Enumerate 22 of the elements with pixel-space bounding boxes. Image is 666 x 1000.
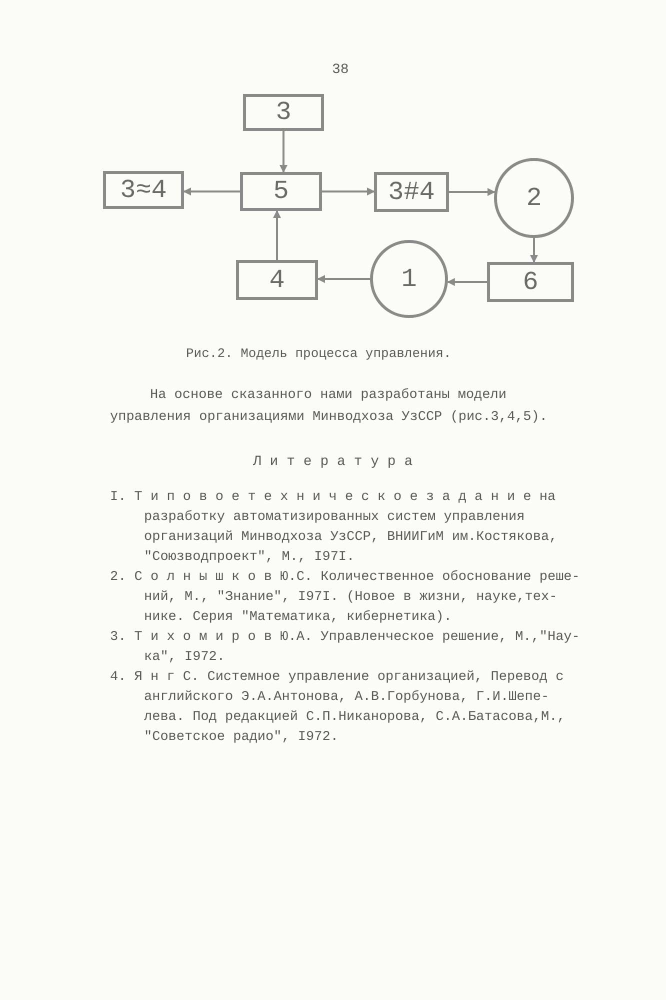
figure-caption: Рис.2. Модель процесса управления. — [186, 345, 452, 363]
arrow — [317, 275, 370, 283]
section-heading: Л и т е р а т у р а — [253, 453, 413, 472]
paragraph: На основе сказанного нами разработаны модели управления организациями Минводхоза УзССР (рис.3,4,5). — [110, 387, 548, 427]
process-box: 3≈4 — [103, 171, 184, 209]
arrow — [183, 188, 240, 196]
process-box: 4 — [236, 260, 318, 300]
arrow — [273, 210, 281, 260]
arrow — [530, 238, 538, 263]
process-box: 5 — [240, 172, 322, 211]
page-number: 38 — [332, 61, 349, 80]
arrow — [446, 278, 487, 286]
process-box: 3#4 — [374, 172, 449, 212]
reference-entry: 3. Т и х о м и р о в Ю.А. Управленческое решение, М.,"Нау- ка", I972. — [110, 629, 581, 667]
process-box: 6 — [487, 262, 574, 302]
arrow — [280, 131, 288, 173]
reference-entry: 2. С о л н ы ш к о в Ю.С. Количественное обоснование реше- ний, М., "Знание", I97I. (Новое в жизни, науке,тех- нике. Серия "Математика, кибернетика). — [110, 569, 581, 627]
reference-entry: 4. Я н г С. Системное управление организацией, Перевод с английского Э.А.Антонова, А.В.Горбунова, Г.И.Шепе- лева. Под редакцией С.П.Никанорова, С.А.Батасова,М., "Советское радио", I972. — [110, 669, 566, 747]
arrow — [322, 188, 375, 196]
arrow — [449, 188, 496, 196]
reference-entry: I. Т и п о в о е т е х н и ч е с к о е з а д а н и е на разработку автоматизированных систем управления организаций Минводхоза УзССР, ВНИИГиМ им.Костякова, "Союзводпроект", М., I97I. — [110, 489, 558, 567]
process-box: 3 — [243, 94, 324, 131]
